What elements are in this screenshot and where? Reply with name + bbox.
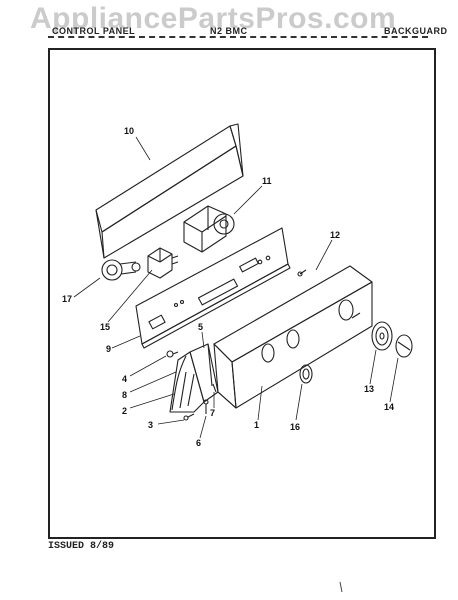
diagram-frame xyxy=(48,48,436,539)
callout-7: 7 xyxy=(210,408,215,418)
watermark: AppliancePartsPros.com xyxy=(30,2,397,35)
callout-16: 16 xyxy=(290,422,300,432)
rear-panel-part xyxy=(95,123,244,259)
callout-1: 1 xyxy=(254,420,259,430)
callout-17: 17 xyxy=(62,294,72,304)
leader-lines xyxy=(73,136,399,439)
backguard-console-part xyxy=(213,265,373,409)
callout-11: 11 xyxy=(262,176,272,186)
header-right: BACKGUARD xyxy=(384,26,448,36)
header-middle: N2 BMC xyxy=(210,26,248,36)
knob-part xyxy=(395,334,413,358)
callout-9: 9 xyxy=(106,344,111,354)
lower-screw-part xyxy=(183,413,195,421)
bracket-part xyxy=(203,343,217,414)
selector-switch-part xyxy=(101,259,141,281)
timer-part xyxy=(183,205,235,253)
callout-10: 10 xyxy=(124,126,134,136)
mounting-plate-part xyxy=(135,227,291,349)
screw-part xyxy=(297,269,307,277)
callout-5: 5 xyxy=(198,322,203,332)
callout-4: 4 xyxy=(122,374,127,384)
callout-15: 15 xyxy=(100,322,110,332)
callout-8: 8 xyxy=(122,390,127,400)
callout-13: 13 xyxy=(364,384,374,394)
callout-14: 14 xyxy=(384,402,394,412)
dial-ring-part xyxy=(299,364,313,384)
callout-6: 6 xyxy=(196,438,201,448)
header-rule xyxy=(48,36,428,39)
knob-skirt-part xyxy=(371,321,393,351)
callout-2: 2 xyxy=(122,406,127,416)
issued-date: ISSUED 8/89 xyxy=(48,541,115,552)
callout-12: 12 xyxy=(330,230,340,240)
end-cap-part xyxy=(169,343,219,413)
clip-part xyxy=(166,350,179,358)
header-left: CONTROL PANEL xyxy=(52,26,136,36)
switch-part xyxy=(147,247,179,279)
callout-3: 3 xyxy=(148,420,153,430)
tick-mark xyxy=(339,581,343,593)
